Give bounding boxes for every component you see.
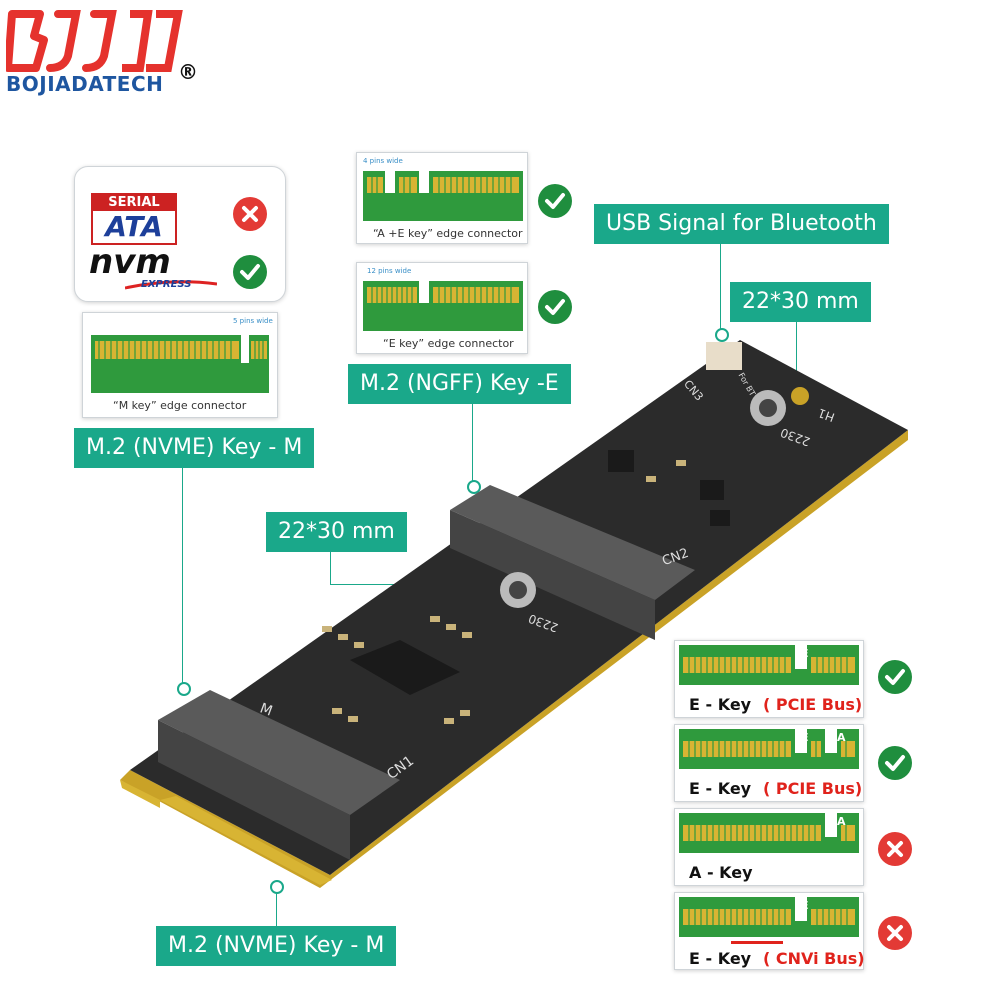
check-icon <box>878 660 912 694</box>
key-prefix: A - Key <box>689 863 753 882</box>
cnvi-underline <box>731 941 783 944</box>
nvme-bottom-dot <box>270 880 284 894</box>
key-bus: ( CNVi Bus) <box>763 949 865 968</box>
ae-key-finger <box>363 171 523 221</box>
ngff-e-leader <box>472 404 473 484</box>
key-bus: ( PCIE Bus) <box>763 695 863 714</box>
nvme-left-leader <box>182 468 183 686</box>
key-card: E A E - Key ( PCIE Bus) <box>674 724 864 802</box>
key-finger <box>679 645 859 685</box>
cross-icon <box>878 916 912 950</box>
e-key-card: 12 pins wide “E key” edge connector <box>356 262 528 354</box>
e-key-pins-note: 12 pins wide <box>367 267 412 275</box>
m-key-caption: “M key” edge connector <box>113 399 247 412</box>
check-icon <box>878 746 912 780</box>
key-prefix: E - Key <box>689 949 752 968</box>
check-icon <box>538 184 572 218</box>
nvm-swoosh <box>124 275 218 290</box>
key-bus: ( PCIE Bus) <box>763 779 863 798</box>
size-top-leader <box>796 322 797 392</box>
e-key-finger <box>363 281 523 331</box>
registered-mark: ® <box>178 60 198 84</box>
key-finger <box>679 897 859 937</box>
key-prefix: E - Key <box>689 779 752 798</box>
nvm-logo-text: nvm <box>89 242 171 282</box>
nvme-left-label: M.2 (NVME) Key - M <box>74 428 315 468</box>
key-card: A A - Key <box>674 808 864 886</box>
logo-mark-icon <box>4 10 183 72</box>
key-finger <box>679 729 859 769</box>
key-card: E E - Key ( CNVi Bus) <box>674 892 865 970</box>
nvme-bottom-leader <box>276 892 277 926</box>
ae-key-caption: “A +E key” edge connector <box>373 227 523 240</box>
ngff-e-label: M.2 (NGFF) Key -E <box>348 364 571 404</box>
size-mid-leader-v <box>330 552 331 584</box>
ae-key-pins-note: 4 pins wide <box>363 157 403 165</box>
adapter-board: M CN1 CN2 CN3 H1 For BT 2230 2230 <box>100 300 920 900</box>
e-key-caption: “E key” edge connector <box>383 337 514 350</box>
m-key-card: 5 pins wide “M key” edge connector <box>82 312 278 418</box>
check-icon <box>538 290 572 324</box>
key-prefix: E - Key <box>689 695 752 714</box>
brand-name: BOJIADATECH <box>6 72 164 96</box>
size-top-label: 22*30 mm <box>730 282 871 322</box>
key-card: E E - Key ( PCIE Bus) <box>674 640 864 718</box>
nvme-left-dot <box>177 682 191 696</box>
check-icon <box>233 255 267 289</box>
express-text: EXPRESS <box>141 279 192 290</box>
usb-bt-leader <box>720 244 721 330</box>
notch-label: E <box>801 647 809 660</box>
compat-card: SERIAL ATA nvm EXPRESS <box>74 166 286 302</box>
brand-logo: BOJIADATECH ® <box>4 6 198 96</box>
ngff-e-dot <box>467 480 481 494</box>
nvme-bottom-label: M.2 (NVME) Key - M <box>156 926 397 966</box>
sata-logo: SERIAL ATA <box>91 193 177 245</box>
usb-bt-label: USB Signal for Bluetooth <box>594 204 889 244</box>
notch-label: A <box>837 815 846 828</box>
ae-key-card: 4 pins wide “A +E key” edge connector <box>356 152 528 244</box>
key-type-list: E E - Key ( PCIE Bus) E A E - Key ( PCIE… <box>674 640 934 980</box>
notch-label: A <box>837 731 846 744</box>
notch-label: E <box>801 899 809 912</box>
key-finger <box>679 813 859 853</box>
cross-icon <box>878 832 912 866</box>
notch-label: E <box>801 731 809 744</box>
m-key-finger <box>91 335 269 393</box>
size-mid-label: 22*30 mm <box>266 512 407 552</box>
cross-icon <box>233 197 267 231</box>
sata-bottom-text: ATA <box>105 210 163 243</box>
sata-top-text: SERIAL <box>93 195 175 211</box>
usb-bt-dot <box>715 328 729 342</box>
m-key-pins-note: 5 pins wide <box>233 317 273 325</box>
